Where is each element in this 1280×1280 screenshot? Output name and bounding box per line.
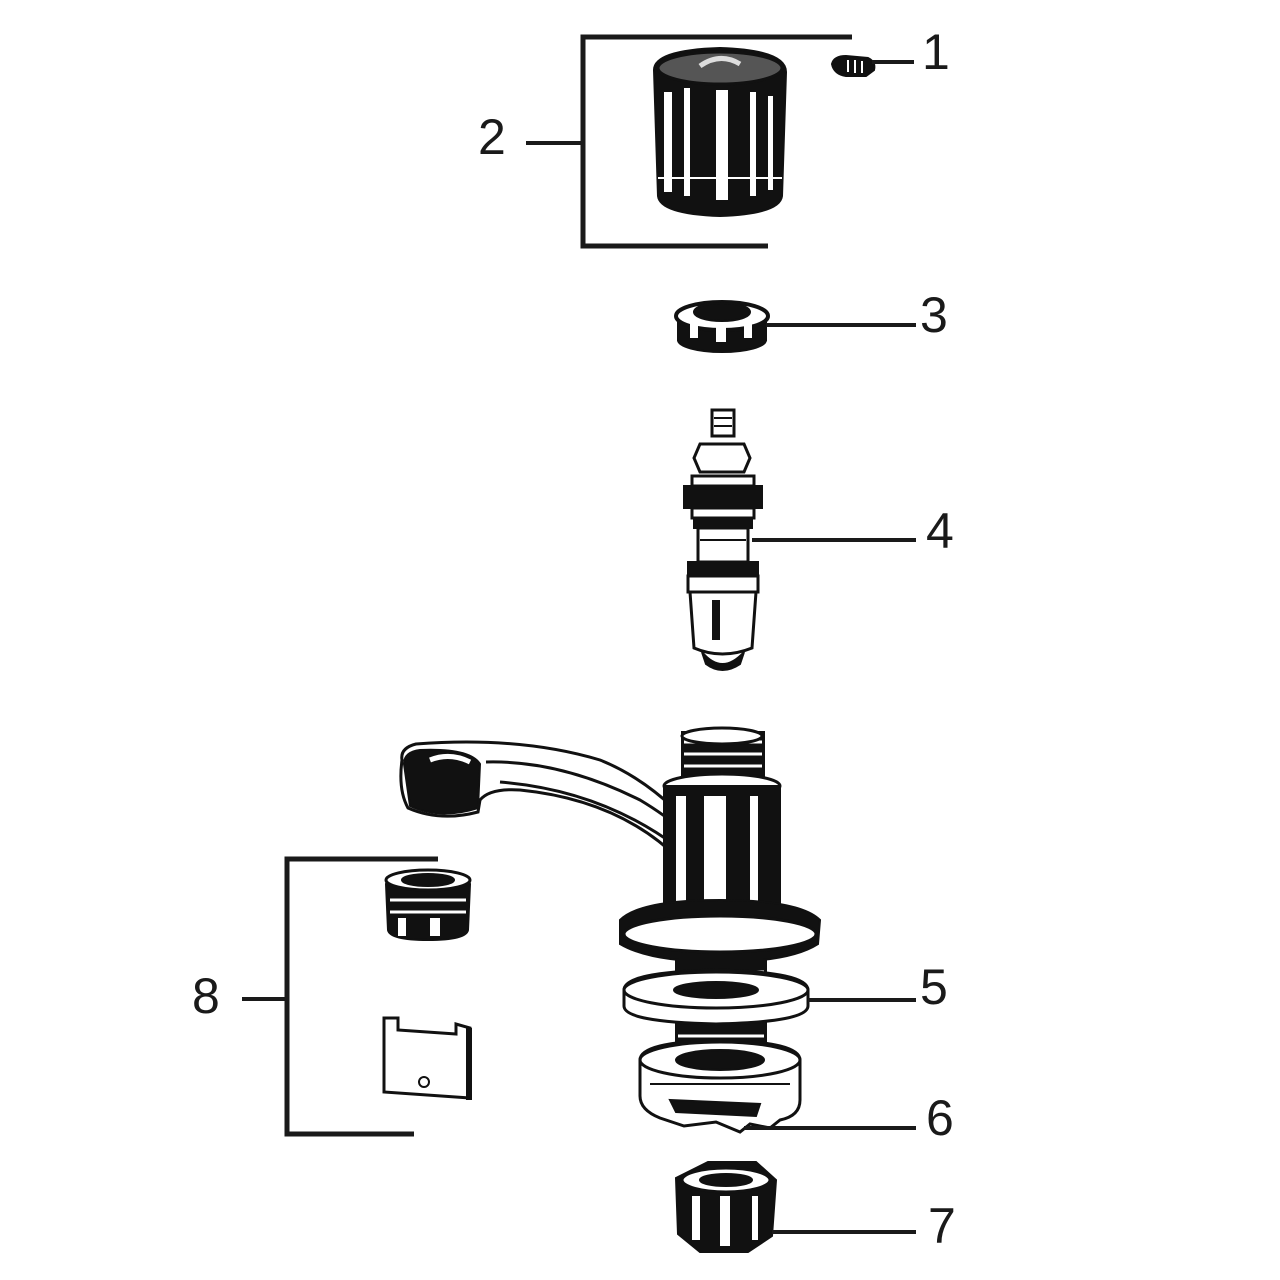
part-6-locknut — [638, 1038, 802, 1134]
part-8-aerator — [384, 868, 472, 942]
part-1-set-screw — [830, 54, 876, 77]
part-3-bonnet-nut — [674, 300, 770, 353]
part-4-cartridge-stem — [683, 408, 763, 671]
part-8-aerator-key — [382, 1016, 472, 1100]
callout-8: 8 — [192, 968, 220, 1024]
callout-4: 4 — [926, 503, 954, 559]
callout-6: 6 — [926, 1090, 954, 1146]
callout-labels: 1 2 3 4 5 6 7 8 — [192, 24, 956, 1254]
bracket-8 — [284, 856, 438, 1137]
part-5-washer — [622, 959, 810, 1071]
callout-5: 5 — [920, 959, 948, 1015]
callout-7: 7 — [928, 1198, 956, 1254]
part-2-handle-knob — [652, 46, 788, 218]
leader-lines — [242, 60, 916, 1234]
faucet-body — [399, 726, 822, 964]
callout-3: 3 — [920, 287, 948, 343]
callout-2: 2 — [478, 109, 506, 165]
part-7-coupling-nut — [674, 1161, 778, 1253]
callout-1: 1 — [922, 24, 950, 80]
